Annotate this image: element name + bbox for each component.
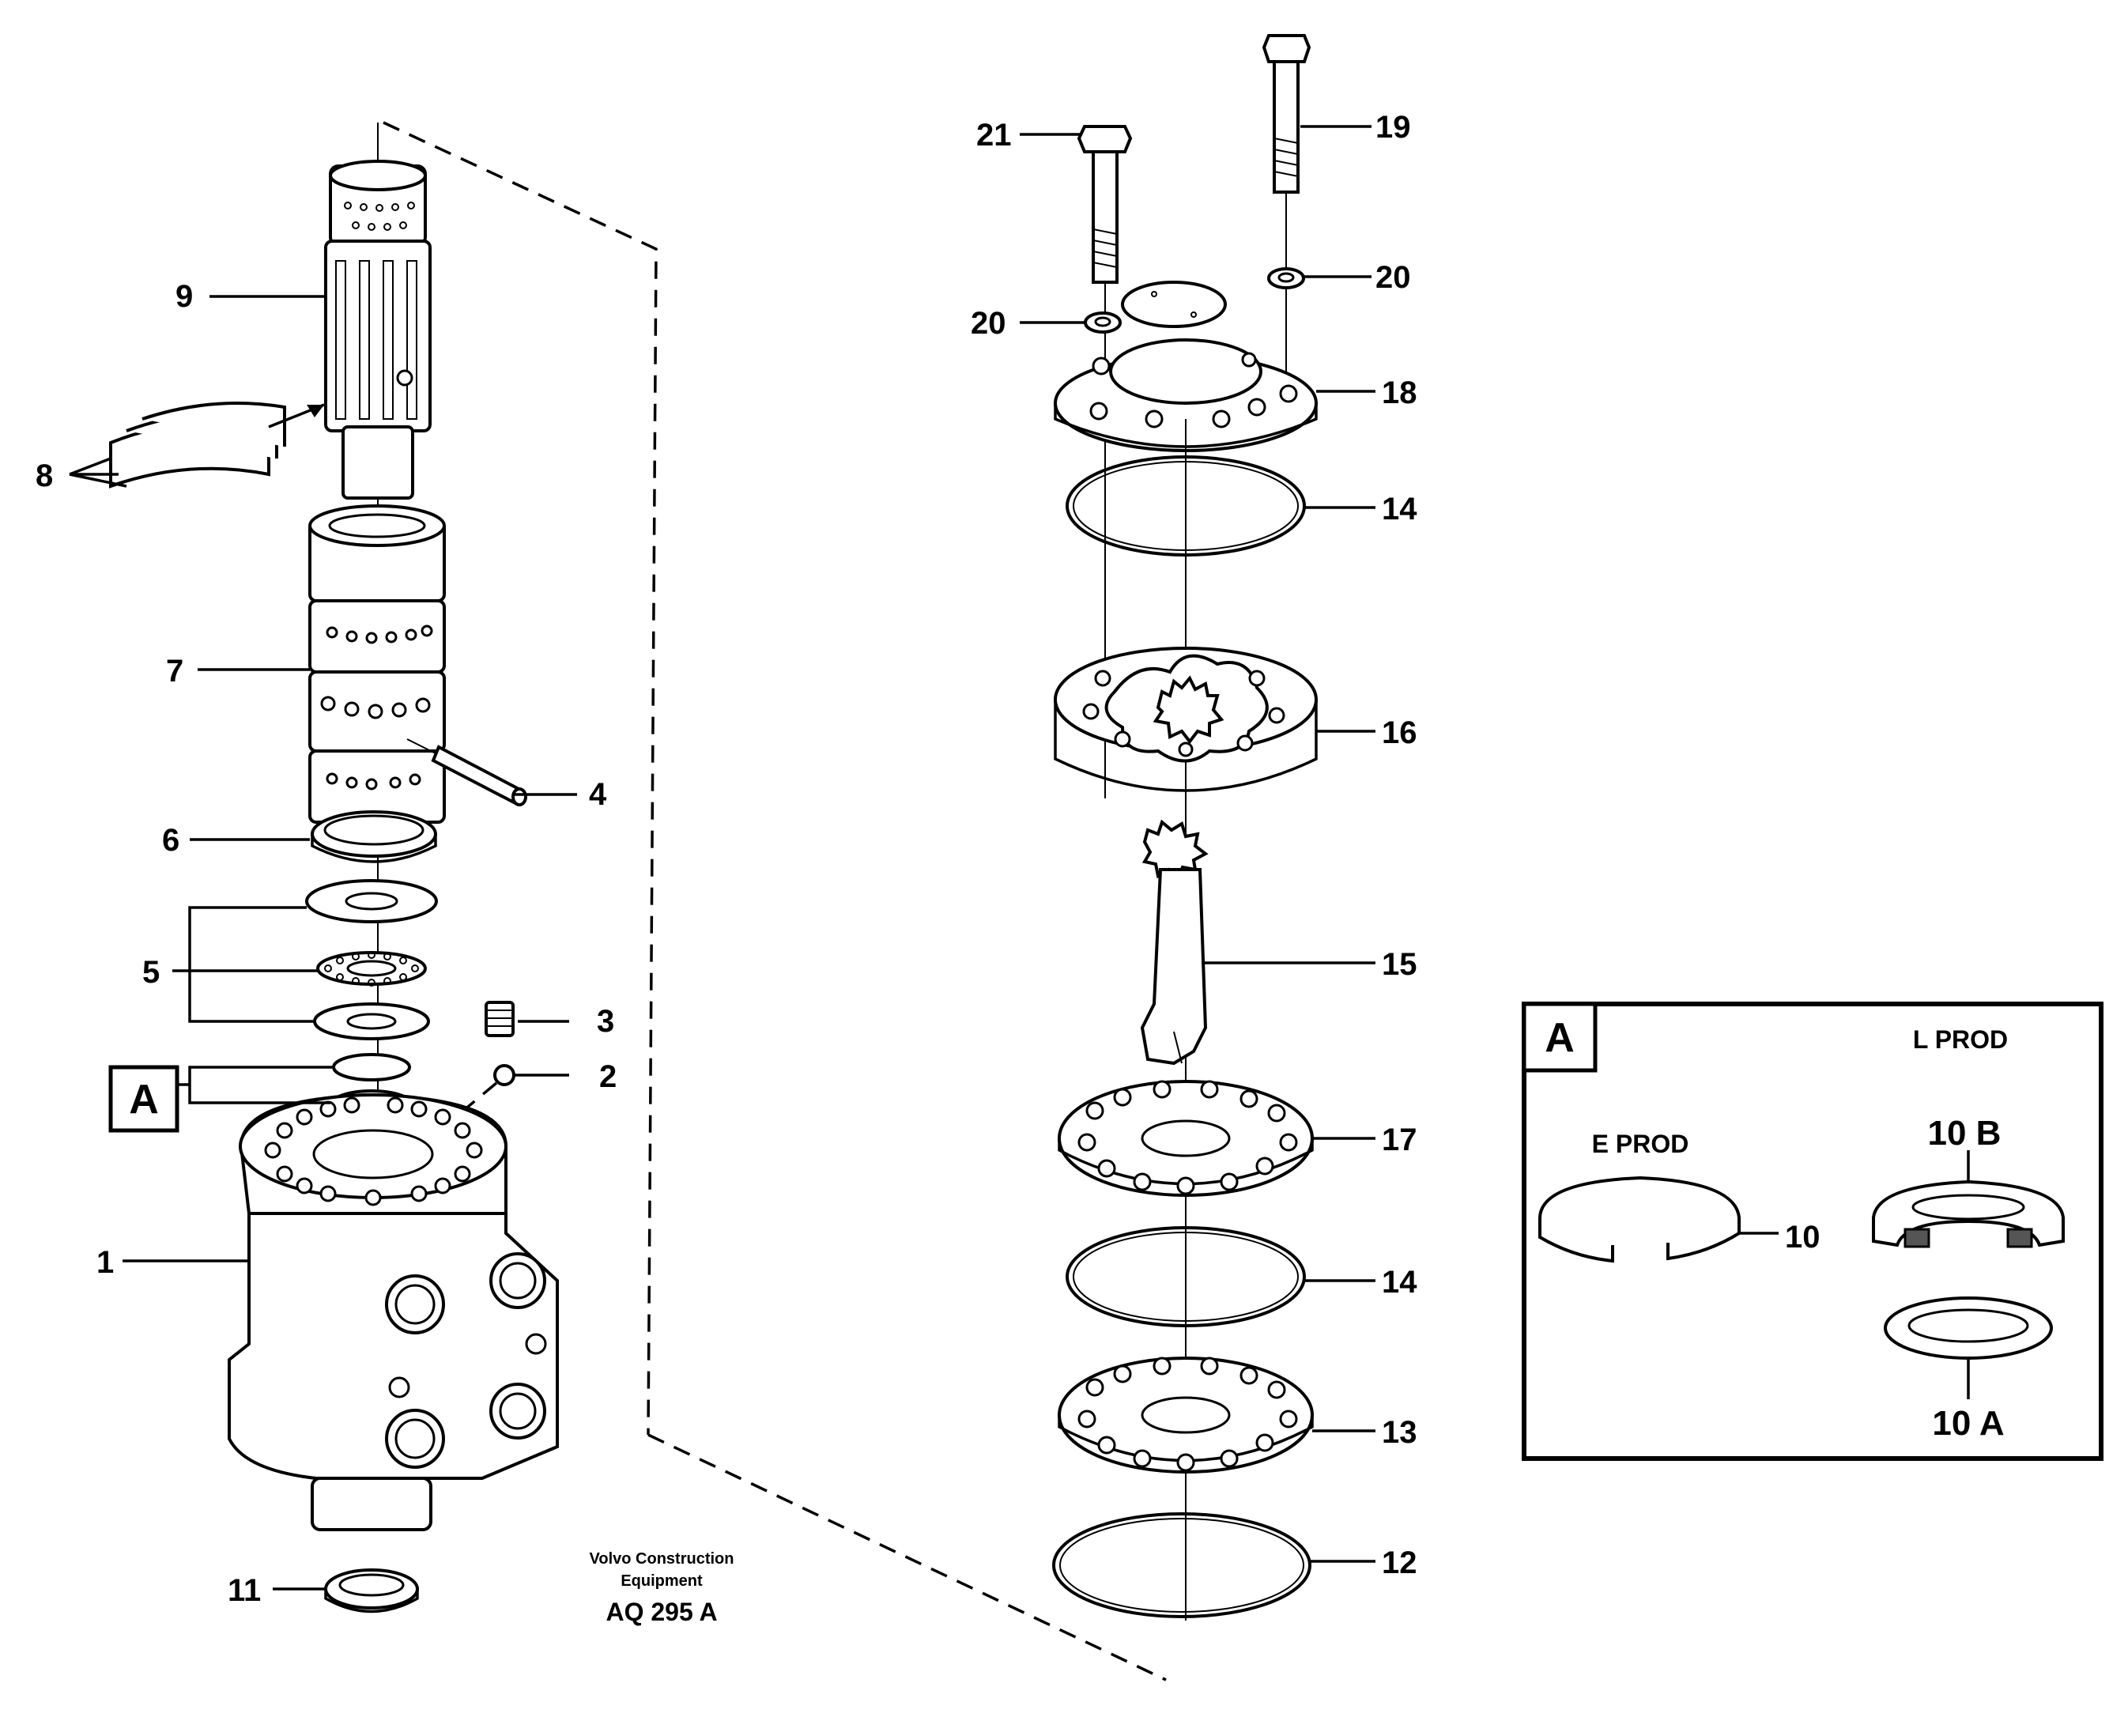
part-16-gear-set <box>1054 647 1318 792</box>
part-3-screw <box>485 1001 515 1037</box>
label-11: 11 <box>228 1573 261 1608</box>
credit-line-1: Volvo Construction <box>590 1550 734 1568</box>
part-4-pin <box>406 738 527 806</box>
credit-line-2: Equipment <box>621 1572 703 1590</box>
callout-a-box: A <box>108 1065 179 1133</box>
label-20-right: 20 <box>1375 260 1411 295</box>
part-13-plate <box>1058 1357 1314 1621</box>
callout-a-letter: A <box>129 1077 159 1123</box>
label-14-lower: 14 <box>1382 1265 1417 1300</box>
label-13: 13 <box>1382 1415 1417 1450</box>
part-11-seal <box>324 1568 419 1613</box>
detail-a-panel: A E PROD L PROD 10 10 B 10 A <box>1522 1002 2103 1461</box>
label-18: 18 <box>1382 376 1417 410</box>
part-labels: 9 8 7 4 6 5 3 2 1 11 21 19 20 20 18 14 1… <box>36 110 1417 1608</box>
assembly-dashed-outline <box>383 121 1167 1681</box>
part-14-o-ring-lower <box>1066 1226 1306 1327</box>
label-21: 21 <box>976 118 1012 153</box>
l-prod-label: L PROD <box>1913 1025 2008 1054</box>
label-14-upper: 14 <box>1382 492 1417 526</box>
part-1-valve-housing <box>228 1093 559 1531</box>
label-1: 1 <box>96 1245 114 1280</box>
part-7-sleeve <box>308 498 446 1249</box>
label-6: 6 <box>162 823 179 858</box>
part-6-ring <box>311 810 437 863</box>
part-10b-seal <box>1872 1150 2065 1248</box>
label-16: 16 <box>1382 715 1417 750</box>
part-9-spool <box>324 123 432 500</box>
part-12-o-ring <box>1052 1512 1311 1618</box>
label-10a: 10 A <box>1932 1404 2004 1443</box>
label-4: 4 <box>589 777 607 812</box>
diagram-code: AQ 295 A <box>606 1598 717 1626</box>
part-21-bolt <box>1077 125 1133 798</box>
part-8-leaf-springs <box>109 402 325 489</box>
part-20-washer-left <box>1084 311 1122 334</box>
label-5: 5 <box>142 955 160 990</box>
e-prod-label: E PROD <box>1592 1130 1689 1158</box>
label-10: 10 <box>1785 1220 1820 1255</box>
cover-plate <box>1121 281 1227 328</box>
label-12: 12 <box>1382 1545 1417 1580</box>
label-7: 7 <box>166 654 183 689</box>
label-8: 8 <box>36 459 53 493</box>
leader-lines <box>69 295 577 1591</box>
part-10-split-ring <box>1538 1176 1779 1263</box>
label-15: 15 <box>1382 947 1417 982</box>
label-20-left: 20 <box>971 306 1006 341</box>
label-19: 19 <box>1375 110 1411 145</box>
label-17: 17 <box>1382 1123 1417 1157</box>
credit-block: Volvo Construction Equipment AQ 295 A <box>590 1550 734 1626</box>
label-9: 9 <box>175 279 193 314</box>
detail-a-title: A <box>1545 1015 1575 1061</box>
label-10b: 10 B <box>1928 1114 2002 1153</box>
part-17-plate <box>1058 1080 1314 1197</box>
label-2: 2 <box>599 1059 617 1094</box>
part-15-drive-shaft <box>1140 819 1209 1066</box>
part-5-thrust-bearing <box>305 879 438 1040</box>
leader-lines-right <box>1020 125 1375 1563</box>
part-20-washer-right <box>1267 267 1305 289</box>
part-19-bolt <box>1262 34 1311 395</box>
part-10a-ring <box>1884 1296 2053 1399</box>
label-3: 3 <box>597 1004 614 1039</box>
